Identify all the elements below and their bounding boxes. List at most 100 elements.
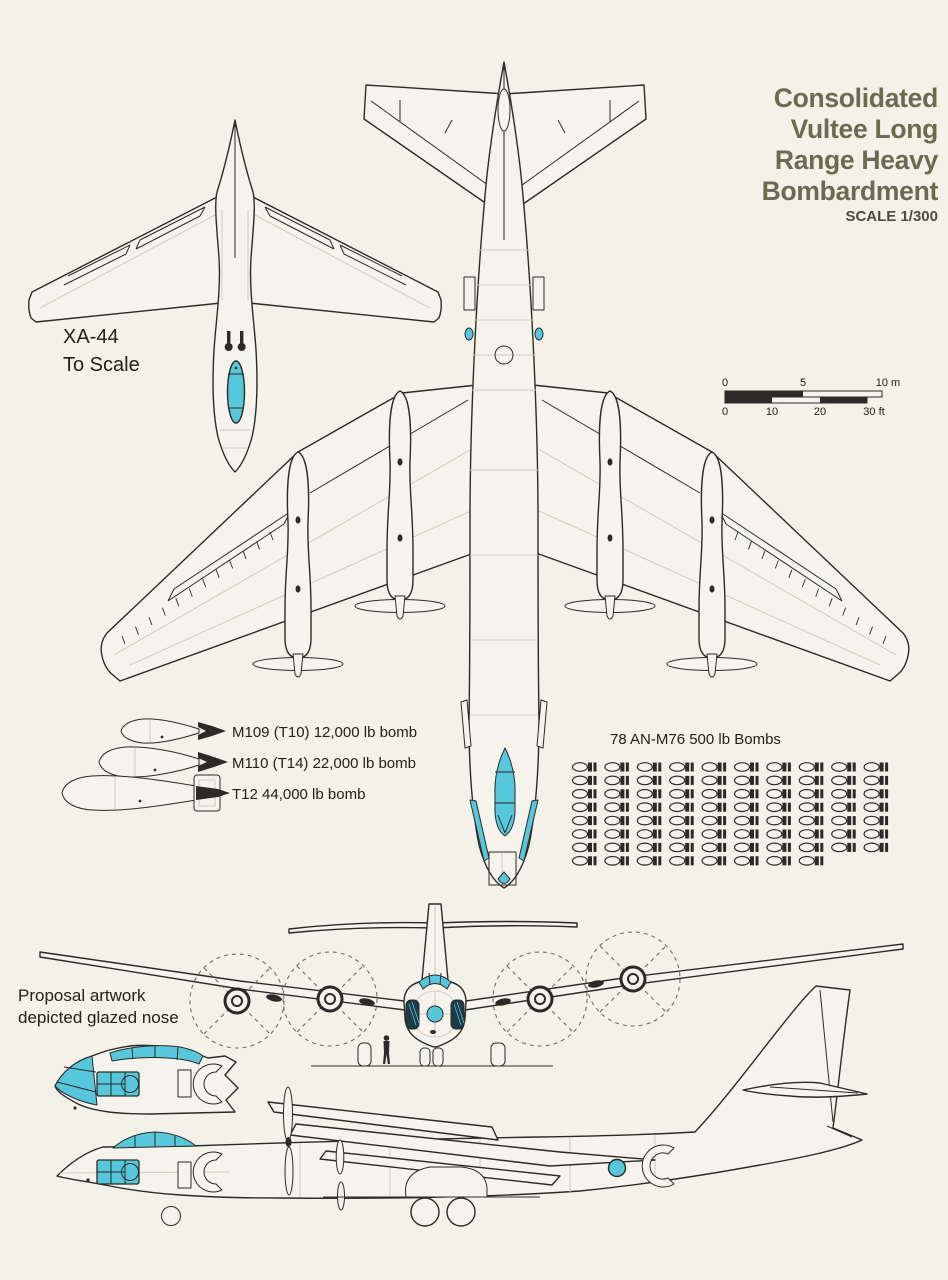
prop-blades [266,980,604,1006]
payload-bomb-icons [571,762,889,866]
bomb-icon [831,762,856,772]
bomb-icon [571,762,597,772]
fin-bullet [497,88,511,132]
nacelle-intake-dots [295,458,715,593]
front-engine-fans [405,999,465,1030]
side-view [56,985,868,1227]
bomb-m110 [98,746,228,778]
bomb-icon [863,775,889,786]
front-nose-glazing [426,1005,444,1023]
bomb-icon [863,762,889,772]
xa44-label-line1: XA-44 [63,326,119,348]
main-title: Consolidated Vultee Long Range Heavy Bom… [762,83,939,225]
bomb-icon [604,762,629,772]
bomb-icon [571,788,597,799]
bomb-icon [798,762,824,772]
scale-tick-m5: 5 [800,377,806,389]
bomb-icon [571,842,597,853]
scale-tick-m10: 10 m [876,377,900,389]
bomb-icon [669,829,694,839]
bomb-icon [571,802,597,813]
bomb-icon [831,788,856,799]
bomb-icon [701,802,727,813]
bomb-label-m110: M110 (T14) 22,000 lb bomb [232,755,416,772]
bomb-label-t12: T12 44,000 lb bomb [232,786,365,803]
front-view [39,903,904,1067]
canopy-plan [494,747,516,837]
main-wheel-2 [446,1197,476,1227]
bomb-icon [733,829,759,839]
bomb-icon [701,815,727,826]
bomb-icon [766,829,791,839]
xa44-wing-right [248,195,442,323]
bomb-icon [604,802,629,813]
bomb-icon [604,775,629,786]
spinners [223,965,647,1015]
scale-tick-f0: 0 [722,406,728,418]
human-figure [383,1035,390,1064]
bomb-icon [636,788,662,799]
bomb-icon [831,829,856,839]
bomb-icon [604,842,629,853]
bomb-icon [863,842,889,853]
bomb-icon [669,762,694,772]
bomb-icon [669,775,694,786]
bomb-icon [701,788,727,799]
bomb-icon [669,842,694,853]
bomb-icon [733,802,759,813]
glazed-nose-cap [54,1055,98,1106]
bomb-icon [701,842,727,853]
bomb-m109 [120,718,226,744]
tailplane-right [503,84,647,212]
bomb-icon [733,788,759,799]
bomb-icon [863,829,889,839]
bomb-icon [701,775,727,786]
bomb-icon [766,762,791,772]
side-blister-left [464,327,474,341]
bomb-icon [798,829,824,839]
wing-hatch-ticks [121,531,887,645]
bomb-icon [766,842,791,853]
scale-tick-f10: 10 [766,406,778,418]
xa44-view [28,119,442,473]
bomb-icon [766,775,791,786]
bomb-icon [604,788,629,799]
side-cockpit-windows [96,1159,140,1185]
bomb-icon [863,802,889,813]
bomb-icon [571,815,597,826]
glazed-cockpit-windows [96,1071,140,1097]
bomb-icon [636,802,662,813]
glazed-nose-detail [54,1044,239,1115]
payload-grid-label: 78 AN-M76 500 lb Bombs [610,731,781,748]
nose-wheel [161,1206,181,1226]
bomb-icon [798,842,824,853]
bomb-icon [766,802,791,813]
plan-view [100,61,910,889]
bomb-icon [571,829,597,839]
xa44-intakes [224,331,246,351]
bomb-icon [636,815,662,826]
bomb-icon [733,815,759,826]
bomb-label-m109: M109 (T10) 12,000 lb bomb [232,724,417,741]
bomb-icon [636,842,662,853]
bomb-icon [798,802,824,813]
bomb-icon [863,788,889,799]
bomb-t12 [61,774,230,812]
bomb-icon [571,775,597,786]
bomb-icon [701,855,727,866]
bomb-icon [798,788,824,799]
xa44-fuselage [212,119,258,473]
bomb-icon [636,829,662,839]
nose-tip-glazing [497,871,511,884]
main-wheel-1 [410,1197,440,1227]
glazed-door [177,1069,192,1098]
bomb-icon [766,855,791,866]
title-line-4: Bombardment [762,176,939,206]
turret-ring [494,345,514,365]
bomb-icon [701,762,727,772]
side-propellers [283,1086,345,1211]
bomb-icon [669,802,694,813]
pusher-propellers [252,595,758,678]
bomb-icon [798,855,824,866]
bomb-icon [669,815,694,826]
